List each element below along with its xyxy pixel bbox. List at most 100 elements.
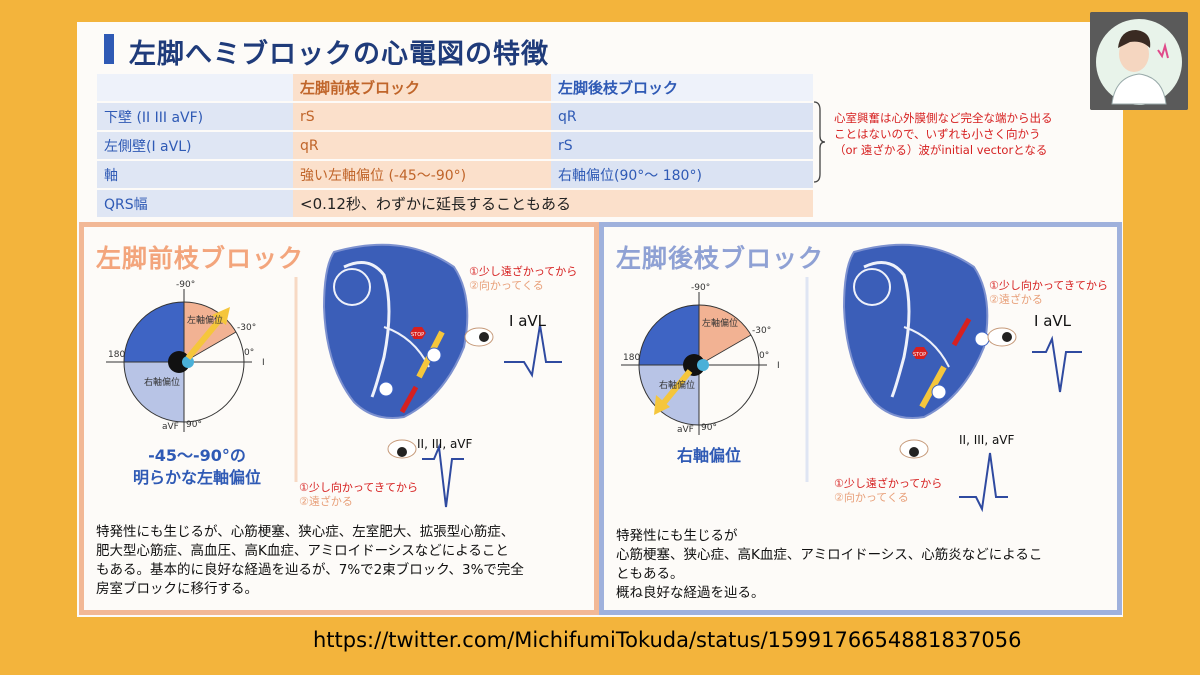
posterior-top-note: ①少し向かってきてから ②遠ざかる — [989, 279, 1108, 307]
tick-90: 90° — [186, 420, 202, 430]
slide: 左脚へミブロックの心電図の特徴 左脚前枝ブロック 左脚後枝ブロック 下壁 (II… — [77, 22, 1123, 617]
table-header-blank — [97, 74, 293, 101]
body-line: ともある。 — [616, 566, 684, 582]
ecg-trace-inferior — [959, 452, 1008, 513]
note-step-1: ①少し向かってきてから — [299, 481, 418, 494]
row-label-lateral: 左側壁(I aVL) — [97, 132, 293, 159]
wheel-sector-left-deviation — [699, 305, 751, 365]
tick-aVF: aVF — [677, 425, 694, 435]
note-step-1: ①少し遠ざかってから — [834, 477, 943, 490]
tick-minus30: -30° — [237, 323, 256, 333]
table-row: 軸 強い左軸偏位 (-45〜-90°) 右軸偏位(90°〜 180°) — [97, 161, 813, 188]
note-step-1: ①少し向かってきてから — [989, 279, 1108, 292]
sinus-node-loop — [333, 268, 371, 306]
table-row: 下壁 (II III aVF) rS qR — [97, 103, 813, 130]
curly-brace — [813, 101, 826, 183]
tick-minus90: -90° — [176, 280, 195, 290]
anterior-panel-title: 左脚前枝ブロック — [96, 244, 305, 273]
comparison-table: 左脚前枝ブロック 左脚後枝ブロック 下壁 (II III aVF) rS qR … — [97, 72, 813, 219]
eye-pupil-icon — [479, 332, 489, 342]
anterior-axis-caption: -45〜-90°の 明らかな左軸偏位 — [122, 445, 272, 489]
posterior-panel-title: 左脚後枝ブロック — [616, 244, 825, 273]
tick-lead-I: I — [262, 358, 265, 368]
heart-illustration: STOP — [322, 243, 469, 419]
ecg-trace-aVL — [1032, 335, 1082, 393]
note-line: 心室興奮は心外膜側など完全な端から出る — [834, 111, 1053, 125]
body-line: もある。基本的に良好な経過を辿るが、7%で2束ブロック、3%で完全 — [96, 562, 524, 578]
axis-vector-arrowhead — [212, 307, 230, 325]
source-url: https://twitter.com/MichifumiTokuda/stat… — [313, 628, 1022, 652]
body-line: 概ね良好な経過を辿る。 — [616, 585, 765, 601]
cell-posterior-axis: 右軸偏位(90°〜 180°) — [551, 161, 813, 188]
caption-line: -45〜-90°の — [148, 446, 246, 465]
row-label-inferior: 下壁 (II III aVF) — [97, 103, 293, 130]
cell-anterior-inferior: rS — [293, 103, 551, 130]
page-title: 左脚へミブロックの心電図の特徴 — [129, 39, 549, 70]
bundle-branch-path — [863, 261, 911, 398]
tick-zero: 0° — [759, 351, 769, 361]
anterior-bottom-note: ①少し向かってきてから ②遠ざかる — [299, 481, 418, 509]
posterior-bottom-note: ①少し遠ざかってから ②向かってくる — [834, 477, 942, 505]
note-line: ことはないので、いずれも小さく向かう — [834, 127, 1041, 141]
table-header-posterior: 左脚後枝ブロック — [551, 74, 813, 101]
axis-vector-arrow — [659, 369, 693, 407]
tick-180: 180 — [108, 350, 125, 360]
note-line: （or 遠ざかる）波がinitial vectorとなる — [834, 143, 1048, 157]
stop-sign-icon — [410, 327, 426, 339]
lead-label-inferior: II, III, aVF — [959, 433, 1015, 447]
posterior-axis-caption: 右軸偏位 — [664, 445, 754, 467]
marker-2-icon — [426, 347, 442, 363]
posterior-body-text: 特発性にも生じるが 心筋梗塞、狭心症、高K血症、アミロイドーシス、心筋炎などによ… — [616, 527, 1116, 603]
ecg-trace-aVL — [504, 324, 562, 378]
posterior-diagram: -90° -30° 0° I 180 90° aVF 左軸偏位 右軸偏位 STO… — [621, 243, 1082, 513]
tick-zero: 0° — [244, 348, 254, 358]
stop-sign-label: STOP — [411, 332, 424, 338]
fascicle-path — [903, 326, 950, 368]
eye-pupil-icon — [397, 447, 407, 457]
body-line: 肥大型心筋症、高血圧、高K血症、アミロイドーシスなどによること — [96, 543, 509, 559]
cell-posterior-lateral: rS — [551, 132, 813, 159]
lead-label-aVL: I aVL — [509, 312, 547, 330]
wheel-quadrant-lower-left — [124, 362, 184, 422]
tick-lead-I: I — [777, 361, 780, 371]
note-step-1: ①少し遠ざかってから — [469, 265, 578, 278]
marker-1-icon — [974, 331, 990, 347]
axis-vector-arrowhead — [654, 395, 670, 415]
anterior-diagram: -90° -30° 0° I 180 90° aVF 左軸偏位 右軸偏位 STO… — [106, 243, 562, 508]
tick-minus30: -30° — [752, 326, 771, 336]
axis-line-minus30 — [698, 334, 752, 366]
body-line: 特発性にも生じるが、心筋梗塞、狭心症、左室肥大、拡張型心筋症、 — [96, 524, 515, 540]
vector-arrow-1 — [951, 317, 972, 347]
lead-label-inferior: II, III, aVF — [417, 437, 473, 451]
author-avatar — [1090, 12, 1188, 110]
anterior-block-panel: 左脚前枝ブロック -90° -30° 0° I 180 90° — [79, 222, 599, 615]
label-left-deviation: 左軸偏位 — [702, 317, 738, 329]
table-row: QRS幅 <0.12秒、わずかに延長することもある — [97, 190, 813, 217]
cell-anterior-axis: 強い左軸偏位 (-45〜-90°) — [293, 161, 551, 188]
eye-pupil-icon — [1002, 332, 1012, 342]
marker-1-icon — [378, 381, 394, 397]
initial-vector-note: 心室興奮は心外膜側など完全な端から出る ことはないので、いずれも小さく向かう （… — [834, 110, 1104, 158]
hexaxial-wheel: -90° -30° 0° I 180 90° aVF 左軸偏位 右軸偏位 — [106, 280, 265, 432]
wheel-quadrant-upper-left — [639, 305, 699, 365]
tick-minus90: -90° — [691, 283, 710, 293]
table-header-anterior: 左脚前枝ブロック — [293, 74, 551, 101]
anterior-top-note: ①少し遠ざかってから ②向かってくる — [469, 265, 577, 293]
body-line: 房室ブロックに移行する。 — [96, 581, 258, 597]
body-line: 心筋梗塞、狭心症、高K血症、アミロイドーシス、心筋炎などによるこ — [616, 547, 1043, 563]
note-step-2: ②向かってくる — [834, 491, 909, 504]
lead-label-aVL: I aVL — [1034, 312, 1072, 330]
label-right-deviation: 右軸偏位 — [144, 376, 180, 388]
title-accent-bar — [104, 34, 114, 64]
axis-vector-arrow — [185, 315, 225, 360]
vector-arrow-1 — [399, 385, 419, 414]
marker-2-icon — [931, 384, 947, 400]
wheel-quadrant-upper-left — [124, 302, 184, 362]
caption-line: 右軸偏位 — [676, 446, 741, 465]
row-label-axis: 軸 — [97, 161, 293, 188]
body-line: 特発性にも生じるが — [616, 528, 738, 544]
note-step-2: ②遠ざかる — [299, 495, 353, 508]
cell-posterior-inferior: qR — [551, 103, 813, 130]
tick-aVF: aVF — [162, 422, 179, 432]
cell-qrs-width: <0.12秒、わずかに延長することもある — [293, 190, 813, 217]
